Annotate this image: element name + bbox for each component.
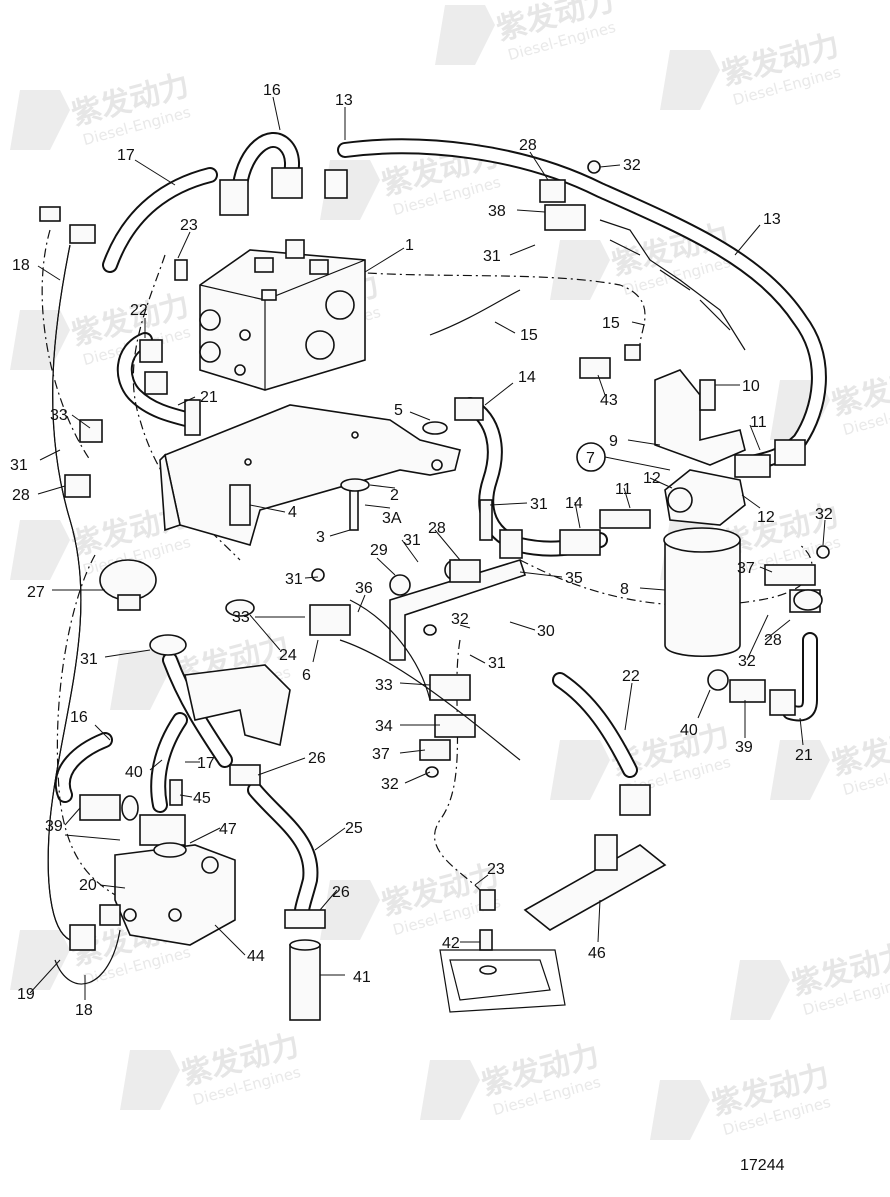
callout-label: 40 <box>680 722 698 739</box>
callout-label: 1 <box>405 237 414 254</box>
callout-label: 11 <box>615 481 632 498</box>
callout-label: 36 <box>355 580 373 597</box>
callout-label: 23 <box>180 217 198 234</box>
callout-labels: 16 13 17 28 32 38 13 23 1 18 31 22 15 15… <box>10 82 833 1019</box>
callout-label: 29 <box>370 542 388 559</box>
dipstick-cap <box>99 559 157 611</box>
callout-label: 2 <box>390 487 399 504</box>
callout-label: 31 <box>483 248 501 265</box>
callout-label: 15 <box>602 315 620 332</box>
callout-label: 26 <box>308 750 326 767</box>
callout-label: 10 <box>742 378 760 395</box>
callout-label: 28 <box>519 137 537 154</box>
callout-label: 14 <box>518 369 536 386</box>
callout-label: 37 <box>372 746 390 763</box>
callout-label: 28 <box>764 632 782 649</box>
callout-label: 8 <box>620 581 629 598</box>
components <box>39 160 830 1021</box>
callout-label: 18 <box>12 257 30 274</box>
callout-label: 32 <box>815 506 833 523</box>
callout-label: 5 <box>394 402 403 419</box>
callout-label: 3A <box>382 510 402 527</box>
callout-label: 9 <box>609 433 618 450</box>
callout-label: 44 <box>247 948 265 965</box>
callout-label: 30 <box>537 623 555 640</box>
callout-label: 22 <box>622 668 640 685</box>
callout-label: 33 <box>50 407 68 424</box>
callout-label: 34 <box>375 718 393 735</box>
callout-label: 11 <box>750 414 767 431</box>
callout-label: 32 <box>623 157 641 174</box>
callout-label: 22 <box>130 302 148 319</box>
callout-label: 12 <box>757 509 775 526</box>
callout-label: 31 <box>10 457 28 474</box>
callout-label: 17 <box>197 755 215 772</box>
callout-label: 40 <box>125 764 143 781</box>
callout-label: 31 <box>80 651 98 668</box>
callout-label: 16 <box>70 709 88 726</box>
drawing-number: 17244 <box>740 1157 785 1174</box>
oil-filter <box>663 469 746 657</box>
callout-label: 15 <box>520 327 538 344</box>
callout-label: 39 <box>45 818 63 835</box>
callout-label: 33 <box>232 609 250 626</box>
callout-label: 46 <box>588 945 606 962</box>
callout-label: 33 <box>375 677 393 694</box>
callout-label: 27 <box>27 584 45 601</box>
callout-circle <box>576 442 606 472</box>
leader-lines <box>29 96 826 1000</box>
callout-label: 19 <box>17 986 35 1003</box>
callout-label: 12 <box>643 470 661 487</box>
callout-label: 24 <box>279 647 297 664</box>
oil-pump <box>114 844 236 946</box>
callout-label: 23 <box>487 861 505 878</box>
engine-outline <box>339 219 746 1013</box>
callout-label: 21 <box>200 389 218 406</box>
tube-bracket <box>184 664 291 747</box>
bracket-plate <box>159 404 461 546</box>
callout-label: 7 <box>586 450 595 467</box>
callout-label: 31 <box>530 496 548 513</box>
callout-label: 17 <box>117 147 135 164</box>
callout-label: 32 <box>381 776 399 793</box>
oil-pan-rail <box>523 834 667 931</box>
callout-label: 31 <box>488 655 506 672</box>
filter-bracket <box>654 369 746 466</box>
callout-label: 13 <box>335 92 353 109</box>
manifold-block <box>199 239 366 391</box>
callout-label: 47 <box>219 821 237 838</box>
callout-label: 14 <box>565 495 583 512</box>
callout-label: 32 <box>738 653 756 670</box>
pipe-sleeve <box>289 939 321 1021</box>
callout-label: 16 <box>263 82 281 99</box>
callout-label: 18 <box>75 1002 93 1019</box>
callout-label: 31 <box>285 571 303 588</box>
callout-label: 25 <box>345 820 363 837</box>
callout-label: 6 <box>302 667 311 684</box>
callout-label: 41 <box>353 969 371 986</box>
callout-label: 13 <box>763 211 781 228</box>
callout-label: 21 <box>795 747 813 764</box>
callout-label: 32 <box>451 611 469 628</box>
callout-label: 31 <box>403 532 421 549</box>
callout-label: 28 <box>12 487 30 504</box>
callout-label: 28 <box>428 520 446 537</box>
callout-label: 26 <box>332 884 350 901</box>
callout-label: 38 <box>488 203 506 220</box>
callout-label: 45 <box>193 790 211 807</box>
callout-label: 4 <box>288 504 297 521</box>
callout-label: 3 <box>316 529 325 546</box>
callout-label: 20 <box>79 877 97 894</box>
fittings <box>39 160 830 975</box>
callout-label: 42 <box>442 935 460 952</box>
callout-label: 35 <box>565 570 583 587</box>
callout-label: 37 <box>737 560 755 577</box>
callout-label: 39 <box>735 739 753 756</box>
callout-label: 43 <box>600 392 618 409</box>
